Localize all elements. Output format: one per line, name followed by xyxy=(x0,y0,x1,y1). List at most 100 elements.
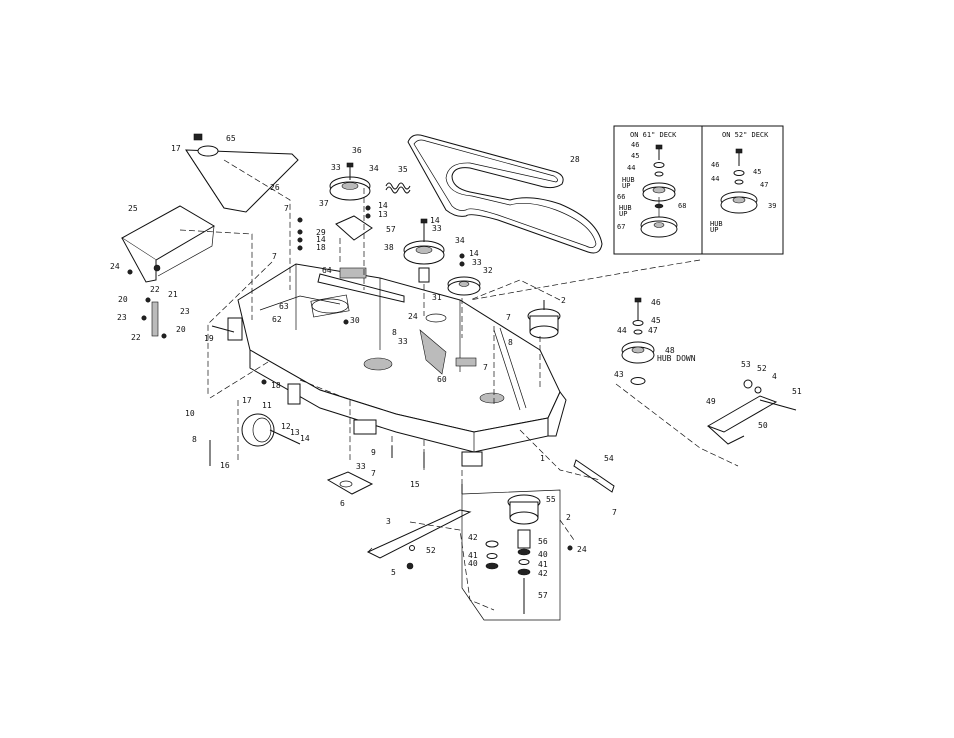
callout-9: 9 xyxy=(371,448,376,457)
inset-61-title: ON 61" DECK xyxy=(630,131,677,139)
callout-24: 24 xyxy=(110,262,120,271)
hub-up-label: HUB xyxy=(619,204,632,212)
inset-52-deck: ON 52" DECK 46 45 44 47 39 HUB UP xyxy=(701,125,784,255)
callout-16: 16 xyxy=(220,461,230,470)
callout-67: 67 xyxy=(617,223,625,231)
inset-52-title: ON 52" DECK xyxy=(722,131,769,139)
pulley-32 xyxy=(447,276,481,296)
callout-14: 14 xyxy=(378,201,388,210)
callout-42: 42 xyxy=(538,569,548,578)
callout-57: 57 xyxy=(538,591,548,600)
callout-44: 44 xyxy=(711,175,719,183)
callout-24: 24 xyxy=(408,312,418,321)
callout-62: 62 xyxy=(272,315,282,324)
callout-40: 40 xyxy=(468,559,478,568)
callout-23: 23 xyxy=(117,313,127,322)
lift-bar-50 xyxy=(706,379,797,445)
hub-up-label: UP xyxy=(622,182,630,190)
callout-35: 35 xyxy=(398,165,408,174)
callout-63: 63 xyxy=(279,302,289,311)
callout-36: 36 xyxy=(352,146,362,155)
callout-60: 60 xyxy=(437,375,447,384)
callout-4: 4 xyxy=(772,372,777,381)
deflector-top-26 xyxy=(185,133,299,213)
callout-68: 68 xyxy=(678,202,686,210)
callout-26: 26 xyxy=(270,183,280,192)
callout-47: 47 xyxy=(760,181,768,189)
callout-3: 3 xyxy=(386,517,391,526)
callout-33: 33 xyxy=(331,163,341,172)
callout-46: 46 xyxy=(631,141,639,149)
callout-23: 23 xyxy=(180,307,190,316)
callout-33: 33 xyxy=(398,337,408,346)
callout-66: 66 xyxy=(617,193,625,201)
callout-22: 22 xyxy=(131,333,141,342)
callout-14: 14 xyxy=(300,434,310,443)
callout-65: 65 xyxy=(226,134,236,143)
callout-44: 44 xyxy=(617,326,627,335)
callout-7: 7 xyxy=(483,363,488,372)
callout-1: 1 xyxy=(540,454,545,463)
hardware xyxy=(127,205,573,570)
deck-body xyxy=(227,263,567,467)
callout-33: 33 xyxy=(472,258,482,267)
callout-24: 24 xyxy=(577,545,587,554)
callout-20: 20 xyxy=(118,295,128,304)
callout-42: 42 xyxy=(468,533,478,542)
spring-35 xyxy=(385,182,411,194)
blade-3 xyxy=(366,509,472,559)
callout-32: 32 xyxy=(483,266,493,275)
callout-13: 13 xyxy=(290,428,300,437)
hub-up-label: UP xyxy=(710,226,718,234)
hub-up-label: HUB xyxy=(710,220,723,228)
pulley-48-hub-down xyxy=(621,297,655,385)
hub-up-label: HUB xyxy=(622,176,635,184)
callout-7: 7 xyxy=(371,469,376,478)
callout-12: 12 xyxy=(281,422,291,431)
callout-31: 31 xyxy=(432,293,442,302)
callout-2: 2 xyxy=(566,513,571,522)
pulley-34-center xyxy=(403,218,445,283)
callout-18: 18 xyxy=(271,381,281,390)
anti-scalp-bracket-6 xyxy=(326,471,374,495)
callout-7: 7 xyxy=(284,204,289,213)
belt xyxy=(407,134,603,254)
callout-50: 50 xyxy=(758,421,768,430)
callout-7: 7 xyxy=(272,252,277,261)
callout-5: 5 xyxy=(391,568,396,577)
callout-49: 49 xyxy=(706,397,716,406)
callout-39: 39 xyxy=(768,202,776,210)
callout-52: 52 xyxy=(426,546,436,555)
roller-11 xyxy=(241,413,301,447)
spindle-assembly-inset xyxy=(461,489,561,621)
callout-47: 47 xyxy=(648,326,658,335)
rod-54 xyxy=(573,459,615,493)
callout-37: 37 xyxy=(319,199,329,208)
callout-33: 33 xyxy=(432,224,442,233)
callout-7: 7 xyxy=(612,508,617,517)
callout-46: 46 xyxy=(711,161,719,169)
callout-64: 64 xyxy=(322,266,332,275)
callout-45: 45 xyxy=(651,316,661,325)
callout-30: 30 xyxy=(350,316,360,325)
callout-34: 34 xyxy=(369,164,379,173)
callout-57: 57 xyxy=(386,225,396,234)
callout-33: 33 xyxy=(356,462,366,471)
callout-54: 54 xyxy=(604,454,614,463)
callout-53: 53 xyxy=(741,360,751,369)
callout-14: 14 xyxy=(469,249,479,258)
callout-8: 8 xyxy=(192,435,197,444)
callout-55: 55 xyxy=(546,495,556,504)
callout-45: 45 xyxy=(631,152,639,160)
callout-41: 41 xyxy=(538,560,548,569)
pulley-34-left xyxy=(329,162,373,241)
callout-28: 28 xyxy=(570,155,580,164)
callout-48: 48 xyxy=(665,346,675,355)
callout-52: 52 xyxy=(757,364,767,373)
callout-21: 21 xyxy=(168,290,178,299)
callout-18: 18 xyxy=(316,243,326,252)
callout-8: 8 xyxy=(392,328,397,337)
callout-14: 14 xyxy=(430,216,440,225)
callout-51: 51 xyxy=(792,387,802,396)
